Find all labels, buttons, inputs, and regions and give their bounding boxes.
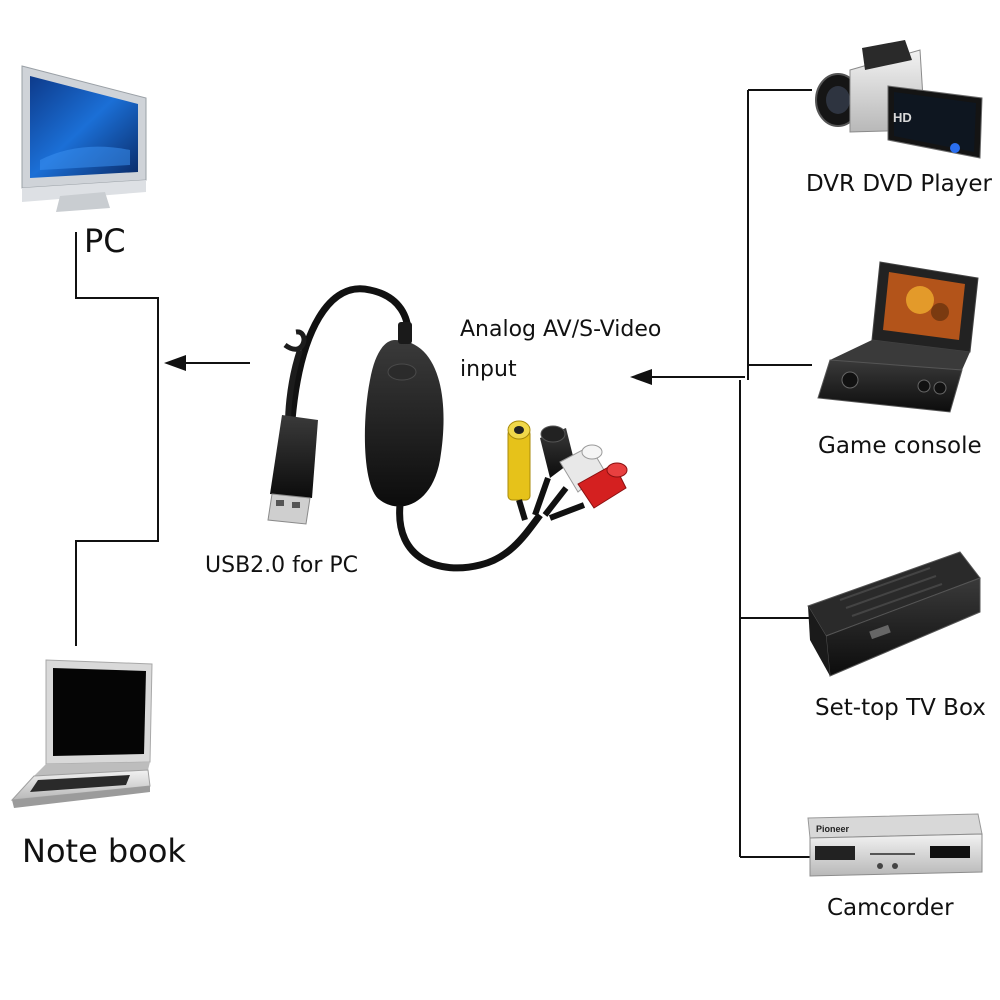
yellow-rca-plug xyxy=(507,420,531,521)
usb-capture-cable xyxy=(267,285,543,572)
camera-hd-badge: HD xyxy=(893,110,912,125)
dvr-dvd-player-label: DVR DVD Player xyxy=(806,171,992,197)
camcorder-label: Camcorder xyxy=(827,895,954,921)
settop-box-label: Set-top TV Box xyxy=(815,695,986,721)
input-label-line2: input xyxy=(460,357,517,382)
left-connector-lines xyxy=(75,232,159,646)
arrow-from-sources xyxy=(630,369,745,385)
arrow-to-computers xyxy=(164,355,250,371)
usb-plug xyxy=(270,415,318,498)
dvd-recorder-icon xyxy=(807,813,983,877)
right-connector-lines xyxy=(739,89,812,858)
capture-dongle xyxy=(364,340,444,507)
camcorder-icon xyxy=(815,40,983,159)
usb-label: USB2.0 for PC xyxy=(205,553,359,578)
recorder-brand-logo: Pioneer xyxy=(816,824,850,834)
pc-monitor-icon xyxy=(21,65,147,212)
game-console-label: Game console xyxy=(818,433,982,459)
game-console-icon xyxy=(817,261,979,413)
input-label-line1: Analog AV/S-Video xyxy=(460,317,662,342)
notebook-icon xyxy=(10,659,153,808)
notebook-label: Note book xyxy=(22,832,186,870)
rca-connectors xyxy=(507,420,628,521)
settop-box-icon xyxy=(807,551,981,677)
pc-label: PC xyxy=(84,222,126,260)
red-rca-plug xyxy=(548,462,628,521)
